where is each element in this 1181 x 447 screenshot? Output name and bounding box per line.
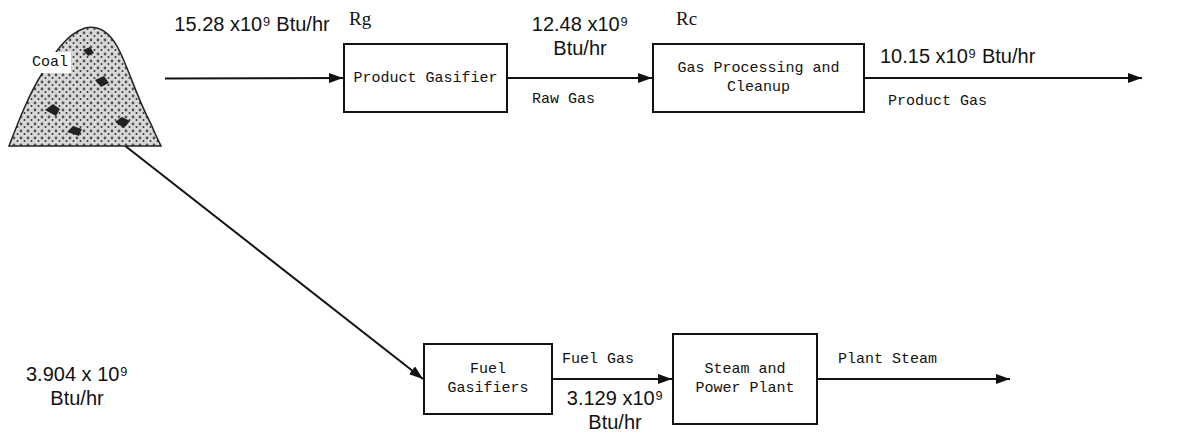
flow-connector xyxy=(125,146,423,379)
flow-rate: 12.48 x10⁹ Btu/hr xyxy=(505,12,655,60)
coal-pile-outline xyxy=(9,27,161,146)
box-label: Gas Processing and Cleanup xyxy=(662,59,855,97)
process-box: RgProduct Gasifier xyxy=(343,43,508,113)
flow-rate: 3.129 x10⁹ Btu/hr xyxy=(554,386,676,434)
flow-rate: 15.28 x10⁹ Btu/hr xyxy=(172,12,332,36)
box-label: Product Gasifier xyxy=(353,69,497,88)
flow-rate: 3.904 x 10⁹ Btu/hr xyxy=(12,362,142,410)
box-label: Steam and Power Plant xyxy=(682,360,808,398)
rate-symbol: Rc xyxy=(676,9,697,28)
plant-steam-arrow xyxy=(818,378,1010,380)
stream-name: Product Gas xyxy=(888,92,987,111)
process-box: Steam and Power Plant xyxy=(672,333,818,425)
flow-rate: 10.15 x10⁹ Btu/hr xyxy=(880,44,1035,68)
process-box: Fuel Gasifiers xyxy=(423,343,553,415)
process-box: RcGas Processing and Cleanup xyxy=(652,43,865,113)
stream-name: Plant Steam xyxy=(838,350,937,369)
stream-name: Fuel Gas xyxy=(562,350,634,369)
box-label: Fuel Gasifiers xyxy=(433,360,543,398)
flow-connector xyxy=(508,77,652,79)
coal-pile-drawing xyxy=(5,10,165,150)
coal-pile: Coal xyxy=(5,10,165,150)
flow-connector xyxy=(553,378,672,380)
pile-label: Coal xyxy=(29,52,71,73)
stream-name: Raw Gas xyxy=(532,90,595,109)
flow-connector xyxy=(165,77,343,80)
product-gas-arrow xyxy=(865,77,1142,79)
rate-symbol: Rg xyxy=(349,9,371,28)
